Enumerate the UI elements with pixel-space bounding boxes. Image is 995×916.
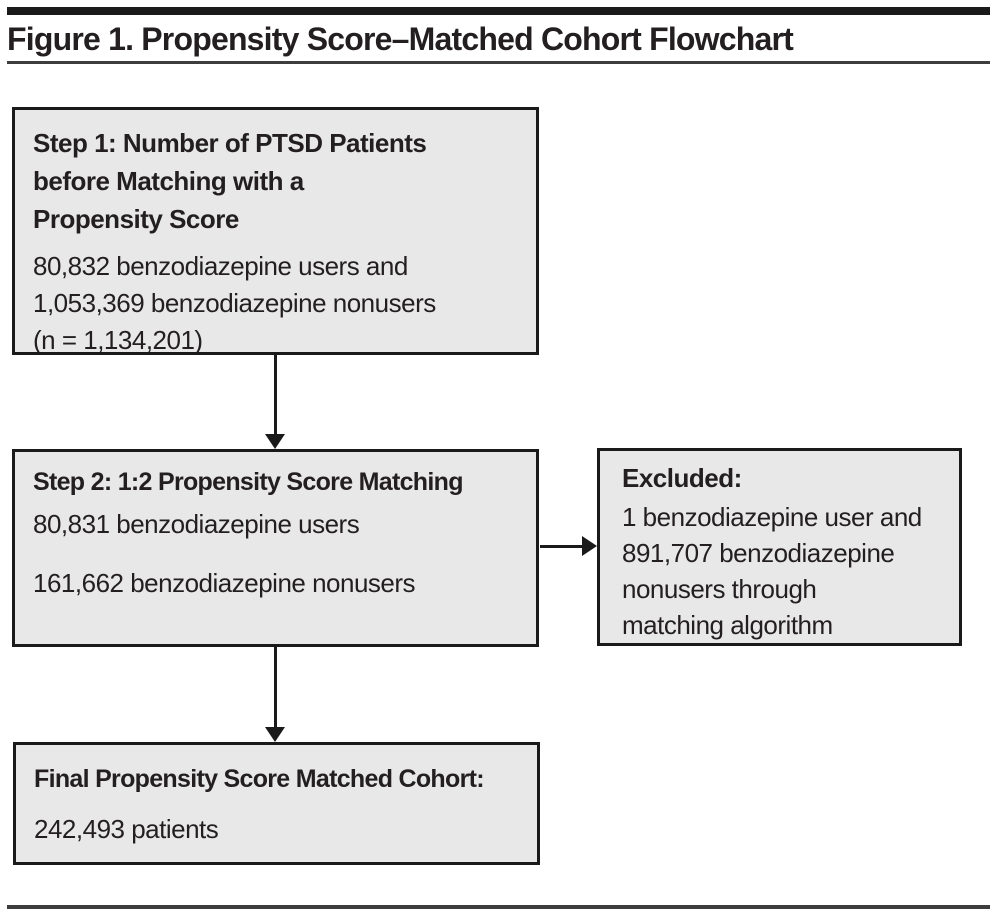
arrow-down-icon [265,727,285,742]
arrow-step2-to-excluded [540,536,597,558]
step1-box: Step 1: Number of PTSD Patients before M… [12,107,539,355]
step2-nonusers-line: 161,662 benzodiazepine nonusers [33,568,416,598]
bottom-rule [7,905,990,909]
arrow-shaft [540,545,584,548]
arrow-step1-to-step2 [265,355,285,449]
step2-box: Step 2: 1:2 Propensity Score Matching 80… [12,449,539,647]
final-body: 242,493 patients [34,814,219,844]
title-rule-thin [7,61,990,64]
arrow-down-icon [265,434,285,449]
step1-body: 80,832 benzodiazepine users and 1,053,36… [33,251,436,355]
final-cohort-box: Final Propensity Score Matched Cohort: 2… [13,742,540,865]
excluded-body: 1 benzodiazepine user and 891,707 benzod… [622,502,922,640]
figure-title: Figure 1. Propensity Score–Matched Cohor… [7,21,794,57]
step2-heading: Step 2: 1:2 Propensity Score Matching [33,468,463,496]
final-heading: Final Propensity Score Matched Cohort: [34,765,485,793]
arrow-shaft [274,355,277,436]
top-rule-thick [7,7,990,15]
step2-users-line: 80,831 benzodiazepine users [33,509,360,539]
excluded-box: Excluded: 1 benzodiazepine user and 891,… [597,448,962,646]
arrow-right-icon [582,536,597,556]
step1-heading: Step 1: Number of PTSD Patients before M… [33,128,427,234]
arrow-shaft [274,647,277,729]
arrow-step2-to-final [265,647,285,742]
excluded-heading: Excluded: [622,463,742,493]
